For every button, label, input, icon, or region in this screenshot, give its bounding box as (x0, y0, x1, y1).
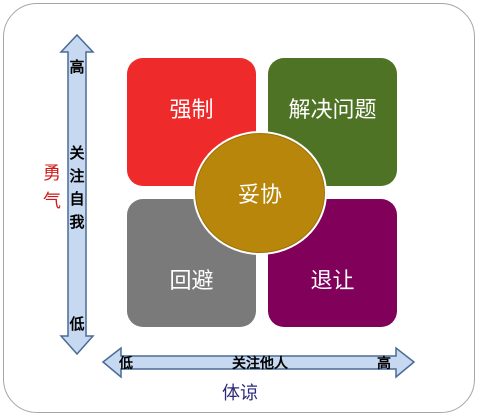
horizontal-axis-arrow (101, 346, 416, 379)
horizontal-axis-high: 高 (377, 356, 391, 372)
empathy-label: 体谅 (222, 383, 258, 404)
quadrant-problem-solving: 解决问题 (268, 58, 397, 186)
vertical-axis-title: 关注自我 (69, 144, 85, 231)
quadrant-yield-label: 退让 (310, 269, 355, 294)
courage-label: 勇气 (43, 163, 61, 212)
quadrant-avoid: 回避 (127, 199, 256, 327)
horizontal-axis-title: 关注他人 (232, 356, 288, 372)
compromise-circle: 妥协 (193, 131, 327, 255)
quadrant-problem-solving-label: 解决问题 (288, 98, 377, 123)
quadrant-force-label: 强制 (169, 98, 214, 123)
compromise-label: 妥协 (237, 183, 282, 208)
horizontal-axis-low: 低 (119, 356, 133, 372)
vertical-axis-low: 低 (69, 315, 85, 333)
vertical-axis-high: 高 (69, 58, 85, 76)
quadrant-avoid-label: 回避 (169, 269, 214, 294)
